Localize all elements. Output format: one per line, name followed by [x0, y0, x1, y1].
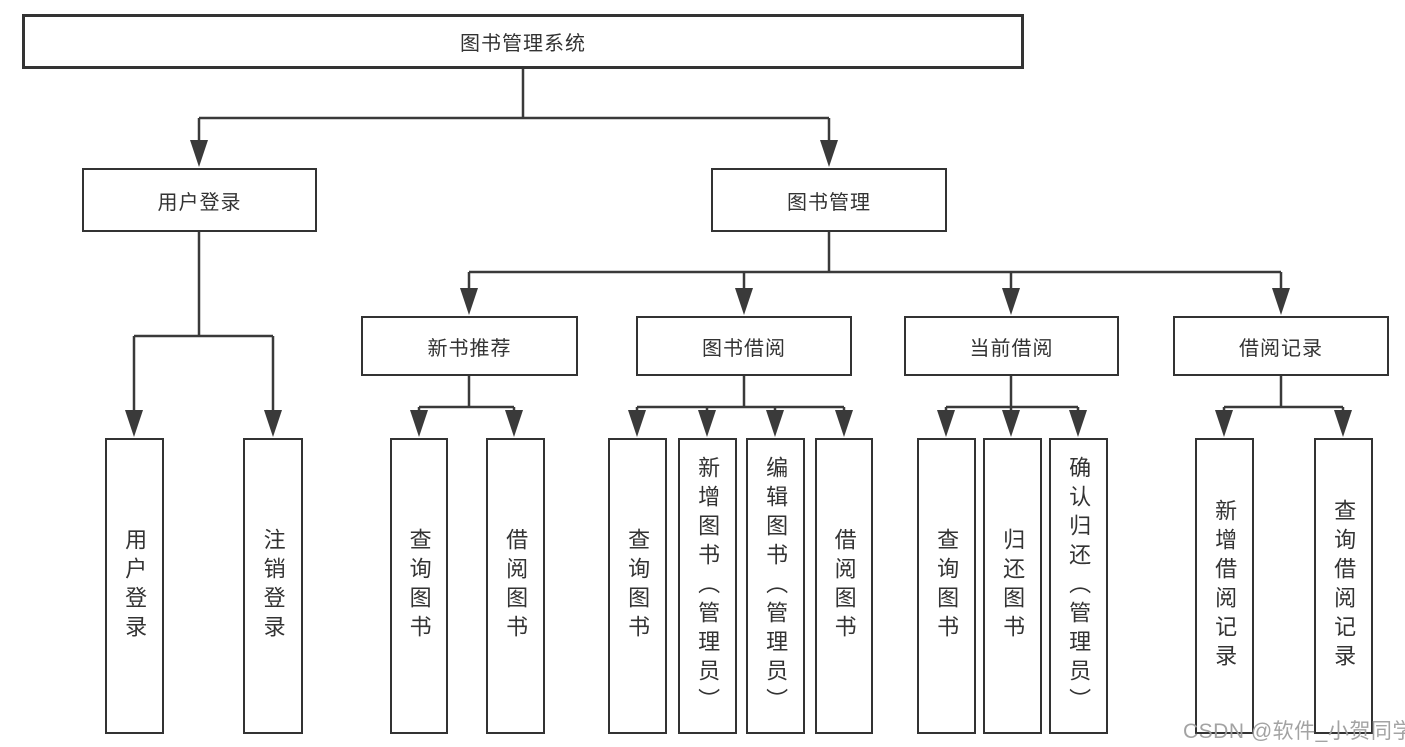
- leaf-borrow-books-1: 借阅图书: [486, 438, 545, 734]
- arrow-icon: [190, 140, 208, 167]
- arrow-icon: [698, 410, 716, 437]
- node-current-borrow-label: 当前借阅: [969, 337, 1054, 360]
- connector-current-borrow-group: [944, 376, 1080, 412]
- leaf-borrow-books-2-label: 借阅图书: [831, 528, 857, 644]
- node-user-login-label: 用户登录: [157, 191, 242, 214]
- leaf-logout-label: 注销登录: [260, 528, 286, 644]
- leaf-user-login: 用户登录: [105, 438, 164, 734]
- arrow-icon: [264, 410, 282, 437]
- node-book-borrow: 图书借阅: [636, 316, 852, 376]
- arrow-icon: [820, 140, 838, 167]
- node-new-book-recommend-label: 新书推荐: [427, 337, 512, 360]
- node-root: 图书管理系统: [22, 14, 1024, 69]
- connector-root-to-level2: [197, 69, 831, 141]
- node-borrow-record: 借阅记录: [1173, 316, 1389, 376]
- connector-book-mgmt-to-level3: [467, 232, 1283, 290]
- leaf-query-books-3-label: 查询图书: [934, 528, 960, 644]
- leaf-query-books-1-label: 查询图书: [406, 528, 432, 644]
- leaf-return-books-label: 归还图书: [1000, 528, 1026, 644]
- arrow-icon: [460, 288, 478, 315]
- arrow-icon: [1334, 410, 1352, 437]
- arrow-icon: [125, 410, 143, 437]
- arrow-icon: [835, 410, 853, 437]
- arrowheads: [125, 140, 1352, 437]
- connector-new-book-group: [417, 376, 516, 412]
- node-book-management: 图书管理: [711, 168, 947, 232]
- arrow-icon: [505, 410, 523, 437]
- leaf-borrow-books-2: 借阅图书: [815, 438, 873, 734]
- leaf-edit-books-admin-label: 编辑图书（管理员）: [763, 455, 789, 717]
- leaf-edit-books-admin: 编辑图书（管理员）: [746, 438, 805, 734]
- node-new-book-recommend: 新书推荐: [361, 316, 578, 376]
- arrow-icon: [1215, 410, 1233, 437]
- leaf-confirm-return-admin: 确认归还（管理员）: [1049, 438, 1108, 734]
- arrow-icon: [1069, 410, 1087, 437]
- leaf-return-books: 归还图书: [983, 438, 1042, 734]
- node-borrow-record-label: 借阅记录: [1239, 337, 1323, 360]
- arrow-icon: [1002, 288, 1020, 315]
- leaf-query-books-2: 查询图书: [608, 438, 667, 734]
- leaf-logout: 注销登录: [243, 438, 303, 734]
- leaf-add-books-admin: 新增图书（管理员）: [678, 438, 737, 734]
- leaf-confirm-return-admin-label: 确认归还（管理员）: [1066, 455, 1092, 717]
- leaf-add-borrow-record-label: 新增借阅记录: [1212, 499, 1238, 673]
- arrow-icon: [410, 410, 428, 437]
- leaf-query-books-3: 查询图书: [917, 438, 976, 734]
- node-user-login: 用户登录: [82, 168, 317, 232]
- leaf-add-borrow-record: 新增借阅记录: [1195, 438, 1254, 734]
- arrow-icon: [735, 288, 753, 315]
- node-book-management-label: 图书管理: [787, 191, 871, 214]
- leaf-add-books-admin-label: 新增图书（管理员）: [695, 455, 721, 717]
- leaf-query-borrow-record-label: 查询借阅记录: [1331, 499, 1357, 673]
- arrow-icon: [937, 410, 955, 437]
- leaf-borrow-books-1-label: 借阅图书: [503, 528, 529, 644]
- connector-user-login-branch: [132, 232, 275, 411]
- connector-book-borrow-group: [635, 376, 846, 412]
- node-book-borrow-label: 图书借阅: [702, 337, 786, 360]
- arrow-icon: [628, 410, 646, 437]
- leaf-query-books-1: 查询图书: [390, 438, 448, 734]
- arrow-icon: [766, 410, 784, 437]
- leaf-query-borrow-record: 查询借阅记录: [1314, 438, 1373, 734]
- connector-borrow-record-group: [1222, 376, 1345, 412]
- arrow-icon: [1002, 410, 1020, 437]
- arrow-icon: [1272, 288, 1290, 315]
- leaf-user-login-label: 用户登录: [122, 528, 148, 644]
- csdn-watermark: CSDN @软件_小贺同学: [1183, 720, 1405, 743]
- node-current-borrow: 当前借阅: [904, 316, 1119, 376]
- leaf-query-books-2-label: 查询图书: [625, 528, 651, 644]
- node-root-label: 图书管理系统: [460, 33, 586, 55]
